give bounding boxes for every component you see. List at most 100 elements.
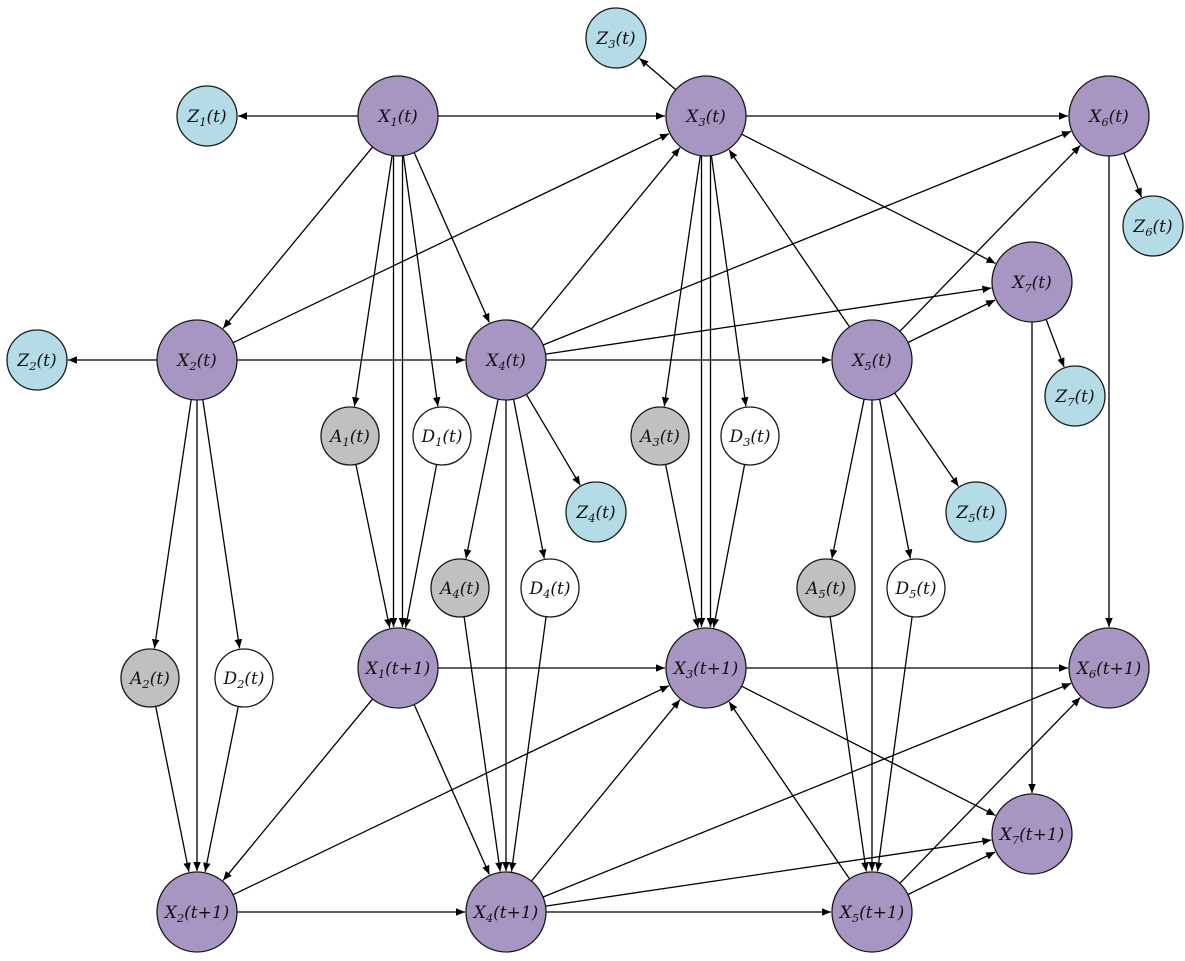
node-label-base: A: [804, 579, 818, 599]
node-circle-A2t: [120, 648, 180, 708]
node-label-base: X: [376, 107, 391, 127]
edge-X4t-to-A4t: [463, 399, 499, 559]
node-label-subscript: 5: [968, 511, 975, 525]
node-label-D2t: D2(t): [222, 669, 264, 691]
node-label-base: X: [1087, 107, 1102, 127]
node-label-subscript: 1: [199, 115, 206, 129]
node-D5t: D5(t): [886, 558, 946, 618]
node-label-subscript: 1: [390, 115, 397, 129]
edge-X5t-to-X3t: [728, 149, 851, 328]
edge-A5t-to-X5t1: [829, 616, 869, 872]
node-label-suffix: (t+1): [859, 903, 904, 923]
node-label-suffix: (t): [460, 579, 480, 599]
node-circle-A5t: [796, 558, 856, 618]
node-A2t: A2(t): [120, 648, 180, 708]
node-circle-D1t: [412, 406, 472, 466]
node-label-subscript: 5: [909, 587, 916, 601]
node-X7t: X7(t): [991, 241, 1073, 323]
edge-X3t-to-X7t: [741, 133, 996, 264]
node-label-subscript: 5: [818, 587, 825, 601]
node-D3t: D3(t): [720, 406, 780, 466]
node-circle-D2t: [214, 648, 274, 708]
edge-X1t-to-D1t: [402, 155, 441, 407]
node-label-base: A: [128, 669, 142, 689]
node-label-base: Z: [955, 503, 969, 523]
node-label-D4t: D4(t): [528, 579, 570, 601]
edge-D5t-to-X5t1: [874, 616, 913, 872]
node-circle-Z1t: [176, 85, 238, 147]
node-label-base: X: [163, 903, 178, 923]
node-label-A4t: A4(t): [438, 579, 480, 601]
node-label-suffix: (t+1): [385, 659, 430, 679]
node-label-suffix: (t+1): [1096, 659, 1141, 679]
node-label-suffix: (t): [37, 351, 57, 371]
node-label-X3t: X3(t): [684, 107, 726, 129]
edge-X7t-to-Z7t: [1045, 319, 1065, 368]
node-circle-A4t: [430, 558, 490, 618]
node-A4t: A4(t): [430, 558, 490, 618]
node-label-subscript: 1: [342, 435, 349, 449]
node-label-X6t: X6(t): [1087, 107, 1129, 129]
node-label-X1t1: X1(t+1): [364, 659, 431, 681]
node-circle-X6t: [1068, 75, 1150, 157]
node-label-X2t1: X2(t+1): [163, 903, 230, 925]
node-circle-X7t: [991, 241, 1073, 323]
node-label-subscript: 3: [686, 667, 693, 681]
node-A1t: A1(t): [320, 406, 380, 466]
edge-X4t-to-Z4t: [525, 394, 581, 486]
edge-X4t1-to-X6t1: [542, 682, 1072, 898]
edge-X1t-to-X2t: [222, 146, 374, 329]
node-label-subscript: 2: [236, 677, 244, 691]
node-circle-X6t1: [1068, 627, 1150, 709]
edge-X3t-to-Z3t: [638, 57, 677, 91]
node-label-base: X: [175, 351, 190, 371]
edge-D3t-to-X3t1: [711, 464, 746, 628]
node-X3t1: X3(t+1): [665, 627, 747, 709]
node-label-D3t: D3(t): [728, 427, 770, 449]
node-label-suffix: (t): [1075, 387, 1095, 407]
node-X4t: X4(t): [465, 319, 547, 401]
node-circle-X5t: [831, 319, 913, 401]
edge-X5t1-to-X3t1: [728, 701, 851, 880]
node-label-Z6t: Z6(t): [1132, 217, 1172, 239]
edge-X2t-to-X3t: [232, 133, 670, 344]
edge-X4t-to-D4t: [512, 399, 547, 559]
node-label-A1t: A1(t): [328, 427, 370, 449]
node-label-base: D: [728, 427, 743, 447]
edge-X4t1-to-X7t1: [545, 837, 992, 907]
node-circle-X4t1: [465, 871, 547, 953]
node-label-suffix: (t): [150, 669, 170, 689]
node-A5t: A5(t): [796, 558, 856, 618]
node-label-subscript: 7: [1012, 833, 1020, 847]
node-label-base: X: [472, 903, 487, 923]
node-X3t: X3(t): [665, 75, 747, 157]
node-label-suffix: (t+1): [184, 903, 229, 923]
node-A3t: A3(t): [630, 406, 690, 466]
node-label-base: A: [328, 427, 342, 447]
edge-X3t-to-D3t: [710, 155, 749, 407]
node-label-suffix: (t): [916, 579, 936, 599]
node-label-subscript: 2: [141, 677, 149, 691]
edge-X5t-to-A5t: [829, 399, 865, 559]
node-label-subscript: 3: [652, 435, 659, 449]
node-circle-Z3t: [585, 7, 647, 69]
edge-X5t-to-D5t: [878, 399, 913, 559]
node-circle-X2t: [156, 319, 238, 401]
node-label-suffix: (t): [660, 427, 680, 447]
node-label-subscript: 3: [743, 435, 750, 449]
edge-X2t-to-A2t: [151, 399, 192, 649]
node-label-subscript: 4: [485, 911, 493, 925]
edge-X6t-to-Z6t: [1123, 152, 1143, 198]
edges-layer: [68, 57, 1143, 916]
node-circle-X7t1: [991, 793, 1073, 875]
node-label-subscript: 5: [852, 911, 859, 925]
edge-X2t-to-D2t: [202, 399, 243, 649]
node-label-D5t: D5(t): [894, 579, 936, 601]
node-label-suffix: (t): [207, 107, 227, 127]
edge-X2t1-to-X3t1: [232, 685, 670, 896]
node-label-subscript: 3: [698, 115, 705, 129]
edge-X4t-to-X6t: [542, 130, 1072, 346]
node-circle-X2t1: [156, 871, 238, 953]
edge-X3t-to-A3t: [661, 155, 701, 407]
